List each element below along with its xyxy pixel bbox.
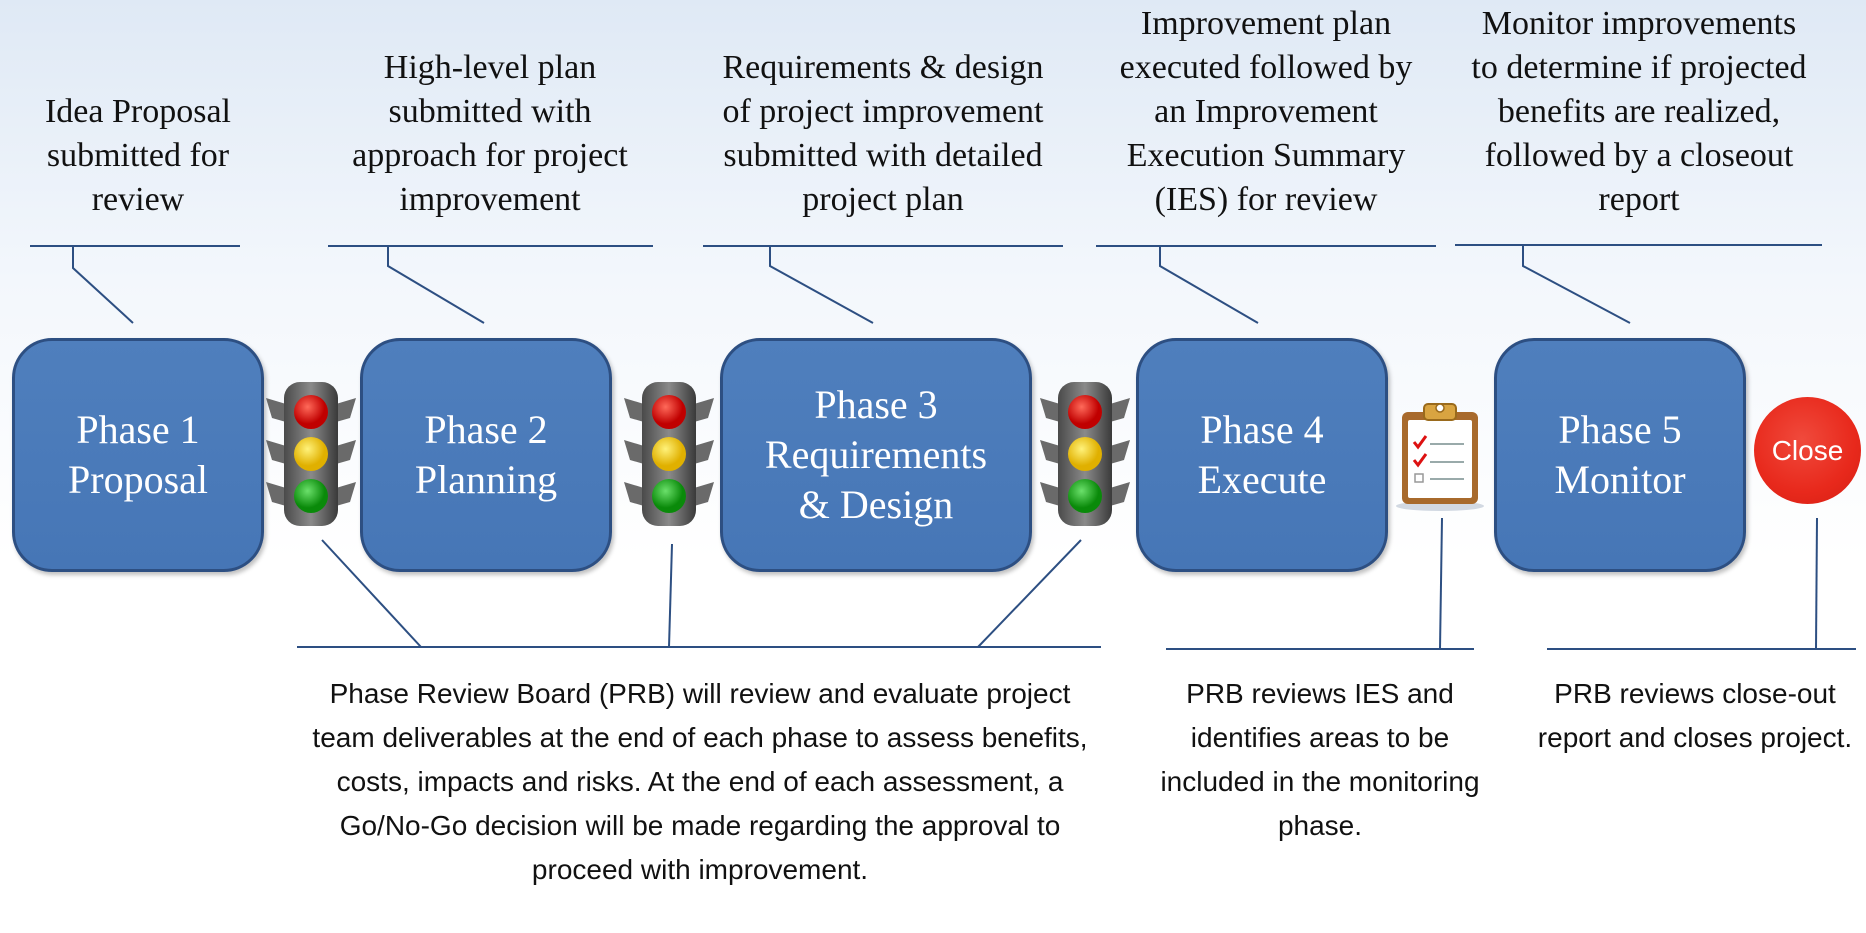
phase-4-name: Execute	[1197, 457, 1327, 502]
phase-2-number: Phase 2	[424, 407, 548, 452]
top-description-phase-2: High-level plan submitted with approach …	[352, 49, 628, 218]
callout-prb-leader-3	[977, 539, 1082, 648]
phase-1-name: Proposal	[68, 457, 208, 502]
phase-3-box: Phase 3 Requirements & Design	[720, 338, 1032, 572]
phase-1-number: Phase 1	[76, 407, 200, 452]
top-description-phase-3: Requirements & design of project improve…	[722, 49, 1044, 218]
phase-2-box: Phase 2 Planning	[360, 338, 612, 572]
top-description-phase-4: Improvement plan executed followed by an…	[1119, 5, 1413, 218]
prb-review-description: Phase Review Board (PRB) will review and…	[312, 678, 1088, 885]
phase-5-box: Phase 5 Monitor	[1494, 338, 1746, 572]
phase-3-name-cont: & Design	[798, 482, 954, 527]
callout-ies-leader	[1439, 517, 1443, 650]
phase-5-number: Phase 5	[1558, 407, 1682, 452]
traffic-light-icon	[624, 382, 714, 526]
clipboard-checklist-icon	[1396, 403, 1484, 511]
callout-3-leader	[769, 246, 874, 324]
ies-review-description: PRB reviews IES and identifies areas to …	[1160, 678, 1480, 841]
callout-close-leader	[1815, 517, 1818, 650]
phase-3-name: Requirements	[764, 432, 988, 477]
phase-2-name: Planning	[414, 457, 558, 502]
closeout-review-description: PRB reviews close-out report and closes …	[1537, 678, 1853, 753]
callout-prb-leader-2	[668, 543, 673, 648]
traffic-light-icon	[266, 382, 356, 526]
phase-5-name: Monitor	[1554, 457, 1686, 502]
callout-4-leader	[1159, 246, 1259, 324]
phase-1-box: Phase 1 Proposal	[12, 338, 264, 572]
callout-5-leader	[1522, 245, 1631, 324]
traffic-light-icon	[1040, 382, 1130, 526]
phase-3-number: Phase 3	[814, 382, 938, 427]
callout-prb-leader-1	[321, 539, 422, 648]
phase-4-box: Phase 4 Execute	[1136, 338, 1388, 572]
top-description-phase-1: Idea Proposal submitted for review	[44, 93, 231, 218]
close-button: Close	[1754, 397, 1861, 504]
phase-4-number: Phase 4	[1200, 407, 1324, 452]
callout-1-leader	[72, 246, 134, 324]
top-description-phase-5: Monitor improvements to determine if pro…	[1471, 5, 1807, 218]
callout-2-leader	[387, 246, 485, 324]
